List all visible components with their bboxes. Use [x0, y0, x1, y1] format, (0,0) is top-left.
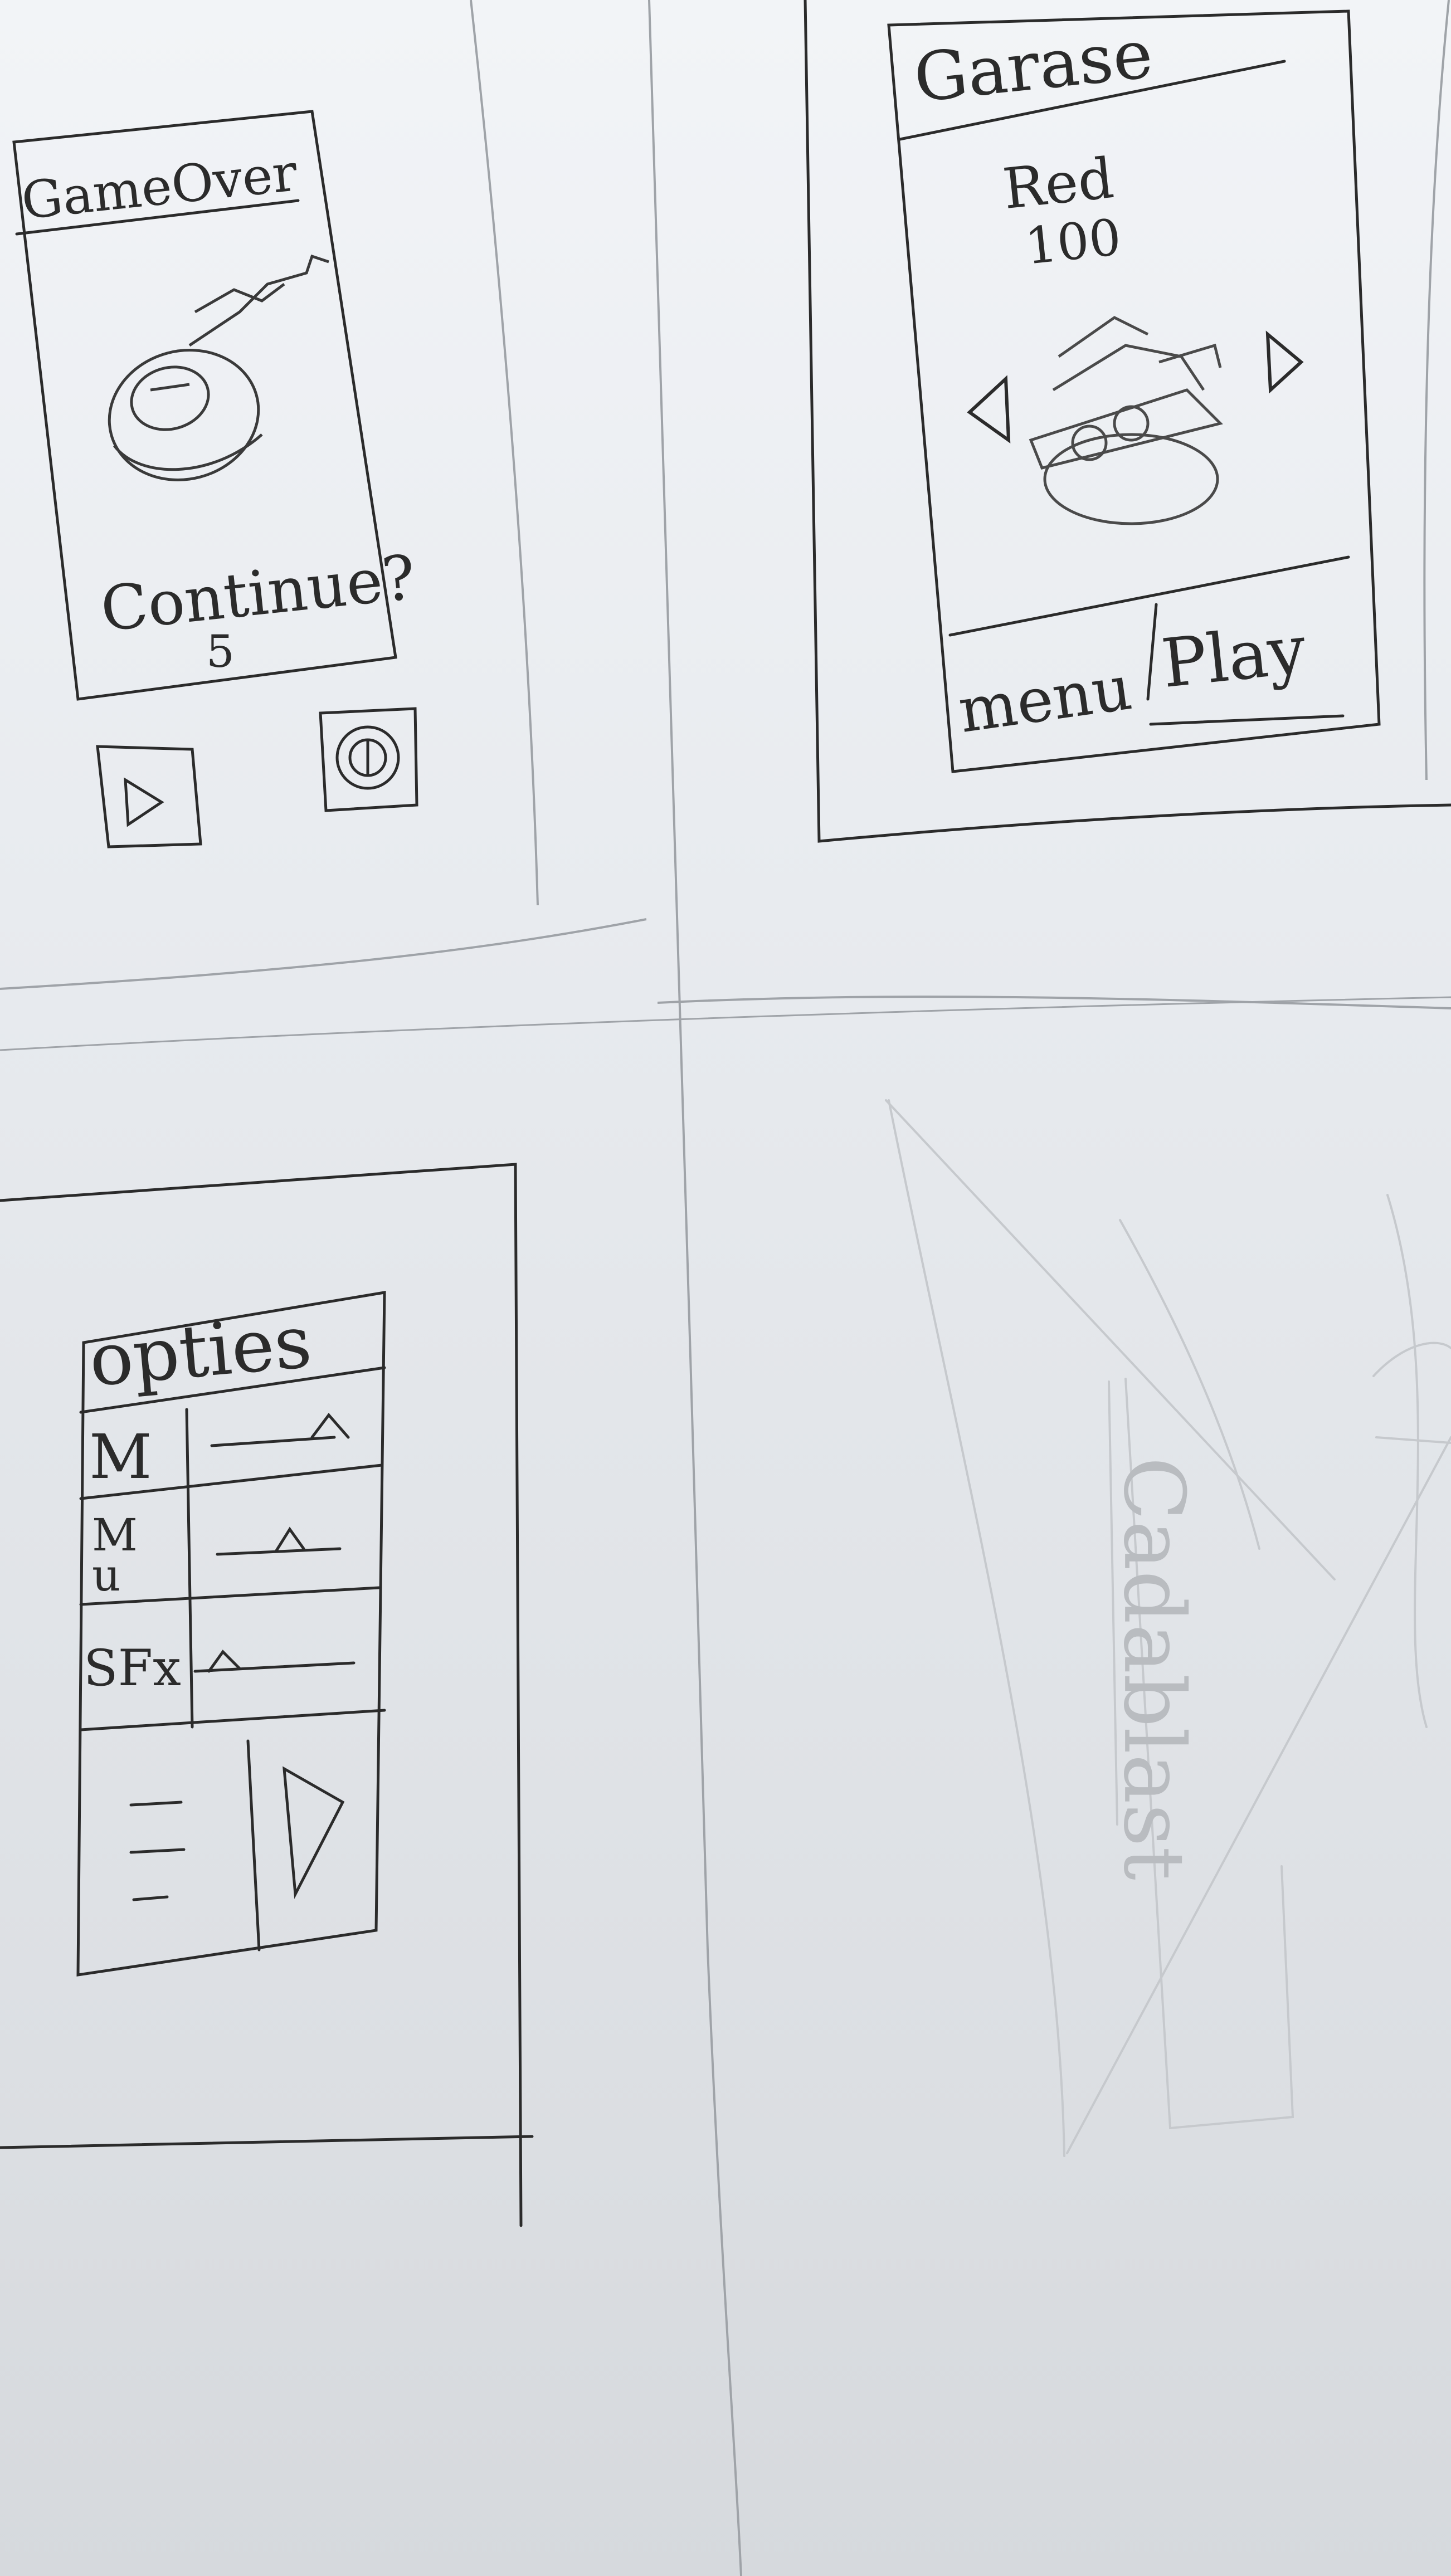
option-row-label-sfx: SFx — [84, 1639, 181, 1697]
tank-illustration — [1029, 316, 1223, 525]
options-play-button[interactable] — [276, 1760, 354, 1905]
music-slider[interactable] — [206, 1415, 345, 1454]
game-over-screen — [12, 110, 397, 701]
play-triangle-icon — [283, 1766, 345, 1899]
vehicle-value: 100 — [1022, 208, 1124, 276]
continue-button[interactable] — [98, 747, 201, 847]
options-screen — [0, 1163, 534, 2227]
garage-next-button[interactable] — [1257, 323, 1318, 401]
hamburger-icon — [129, 1801, 183, 1807]
play-triangle-icon — [124, 777, 164, 827]
chevron-left-icon — [967, 375, 1011, 444]
countdown-value: 5 — [206, 626, 235, 677]
garage-screen — [804, 0, 1451, 843]
sfx-slider[interactable] — [192, 1646, 359, 1685]
broken-coin-illustration — [108, 254, 329, 481]
play-button-label[interactable]: Play — [1158, 611, 1309, 704]
options-menu-button[interactable] — [123, 1783, 195, 1911]
music-volume-slider[interactable] — [212, 1524, 345, 1563]
quit-button[interactable] — [320, 709, 418, 811]
garage-nav-arrows — [967, 330, 1304, 444]
chevron-right-icon — [1265, 330, 1304, 394]
garage-prev-button[interactable] — [958, 368, 1020, 451]
options-title: opties — [86, 1299, 315, 1403]
game-over-buttons — [96, 707, 418, 848]
splash-screen — [885, 1099, 1451, 2157]
power-icon — [335, 725, 400, 790]
vehicle-name: Red — [1000, 145, 1117, 222]
option-row-label-m: M — [89, 1421, 152, 1492]
option-row-label-mu: Mu — [92, 1509, 138, 1601]
splash-title: Cadablast — [1105, 1456, 1202, 1881]
